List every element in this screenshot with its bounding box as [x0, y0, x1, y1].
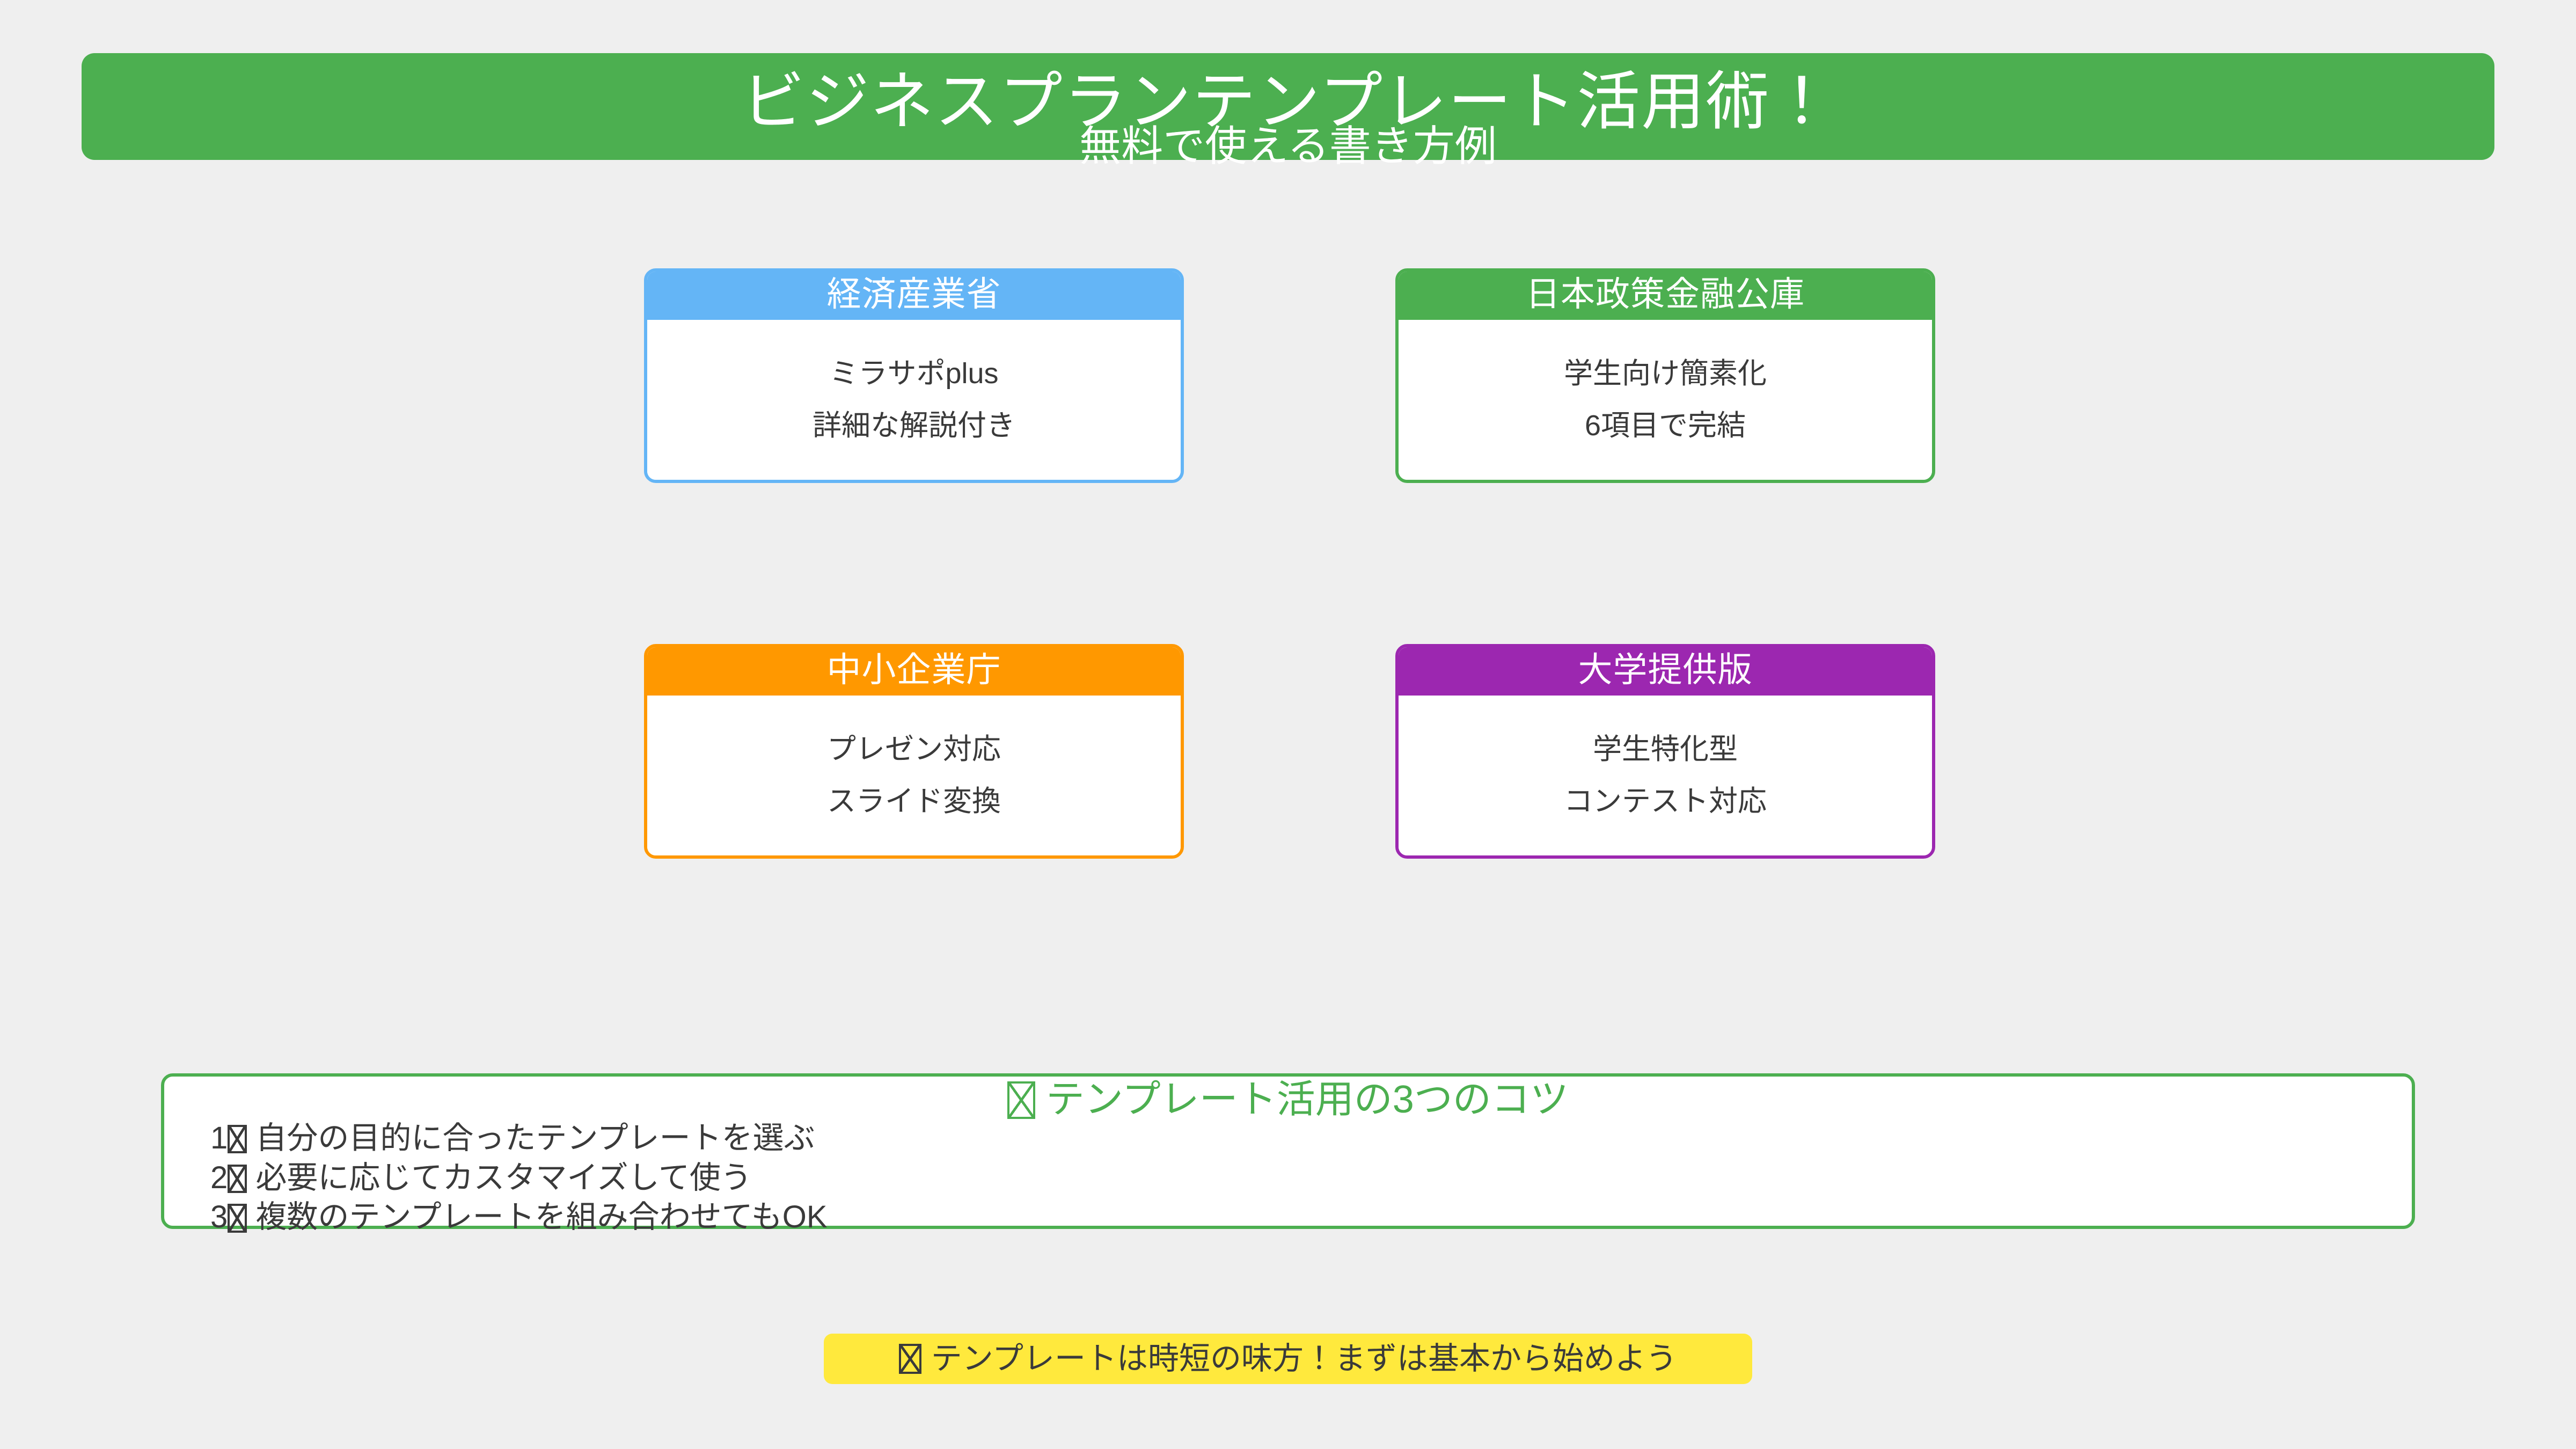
tips-heading-label: テンプレート活用の3つのコツ [1045, 1078, 1569, 1121]
card-university-line-1: 学生特化型 [1593, 733, 1738, 766]
card-jfc-line-2: 6項目で完結 [1584, 409, 1746, 442]
card-jfc-line-1: 学生向け簡素化 [1564, 357, 1767, 390]
lightbulb-icon [1007, 1081, 1035, 1119]
tips-list-item: 1 自分の目的に合ったテンプレートを選ぶ [210, 1118, 2303, 1158]
tips-box [161, 1073, 2415, 1229]
keycap-three-icon [228, 1204, 247, 1233]
header-banner [82, 53, 2494, 160]
card-university-body: 学生特化型 コンテスト対応 [1399, 696, 1932, 855]
card-sme-agency-line-2: スライド変換 [827, 785, 1001, 817]
card-sme-agency-header: 中小企業庁 [647, 647, 1181, 696]
tips-item-2-marker: 2 [210, 1160, 228, 1195]
keycap-one-icon [228, 1124, 247, 1154]
tips-item-1-text: 自分の目的に合ったテンプレートを選ぶ [255, 1121, 815, 1155]
tips-list-item: 3 複数のテンプレートを組み合わせてもOK [210, 1197, 2303, 1237]
sparkles-icon [898, 1344, 921, 1374]
card-jfc-body: 学生向け簡素化 6項目で完結 [1399, 320, 1932, 480]
card-university[interactable]: 大学提供版 学生特化型 コンテスト対応 [1395, 644, 1935, 859]
tips-item-1-marker: 1 [210, 1121, 228, 1155]
card-meti[interactable]: 経済産業省 ミラサポplus 詳細な解説付き [644, 268, 1184, 483]
card-meti-title: 経済産業省 [826, 275, 1001, 313]
footer-badge-label: テンプレートは時短の味方！まずは基本から始めよう [931, 1341, 1677, 1376]
keycap-two-icon [228, 1164, 247, 1194]
tips-list-item: 2 必要に応じてカスタマイズして使う [210, 1158, 2303, 1198]
card-sme-agency[interactable]: 中小企業庁 プレゼン対応 スライド変換 [644, 644, 1184, 859]
card-university-title: 大学提供版 [1578, 650, 1753, 689]
card-meti-body: ミラサポplus 詳細な解説付き [647, 320, 1181, 480]
card-jfc-title: 日本政策金融公庫 [1526, 275, 1805, 313]
card-meti-header: 経済産業省 [647, 272, 1181, 320]
page-subtitle: 無料で使える書き方例 [1079, 122, 1497, 170]
card-jfc-header: 日本政策金融公庫 [1399, 272, 1932, 320]
page-title: ビジネスプランテンプレート活用術！ [741, 67, 1835, 137]
card-university-line-2: コンテスト対応 [1564, 785, 1767, 817]
card-meti-line-1: ミラサポplus [829, 357, 999, 390]
footer-badge: テンプレートは時短の味方！まずは基本から始めよう [824, 1334, 1752, 1384]
card-sme-agency-title: 中小企業庁 [826, 650, 1001, 689]
card-jfc[interactable]: 日本政策金融公庫 学生向け簡素化 6項目で完結 [1395, 268, 1935, 483]
card-university-header: 大学提供版 [1399, 647, 1932, 696]
card-meti-line-2: 詳細な解説付き [813, 409, 1015, 442]
tips-list: 1 自分の目的に合ったテンプレートを選ぶ 2 必要に応じてカスタマイズして使う … [210, 1118, 2303, 1237]
tips-item-3-text: 複数のテンプレートを組み合わせてもOK [255, 1199, 828, 1235]
card-sme-agency-line-1: プレゼン対応 [827, 733, 1001, 766]
tips-heading: テンプレート活用の3つのコツ [164, 1078, 2412, 1121]
card-sme-agency-body: プレゼン対応 スライド変換 [647, 696, 1181, 855]
tips-item-2-text: 必要に応じてカスタマイズして使う [255, 1160, 752, 1195]
tips-item-3-marker: 3 [210, 1199, 228, 1235]
